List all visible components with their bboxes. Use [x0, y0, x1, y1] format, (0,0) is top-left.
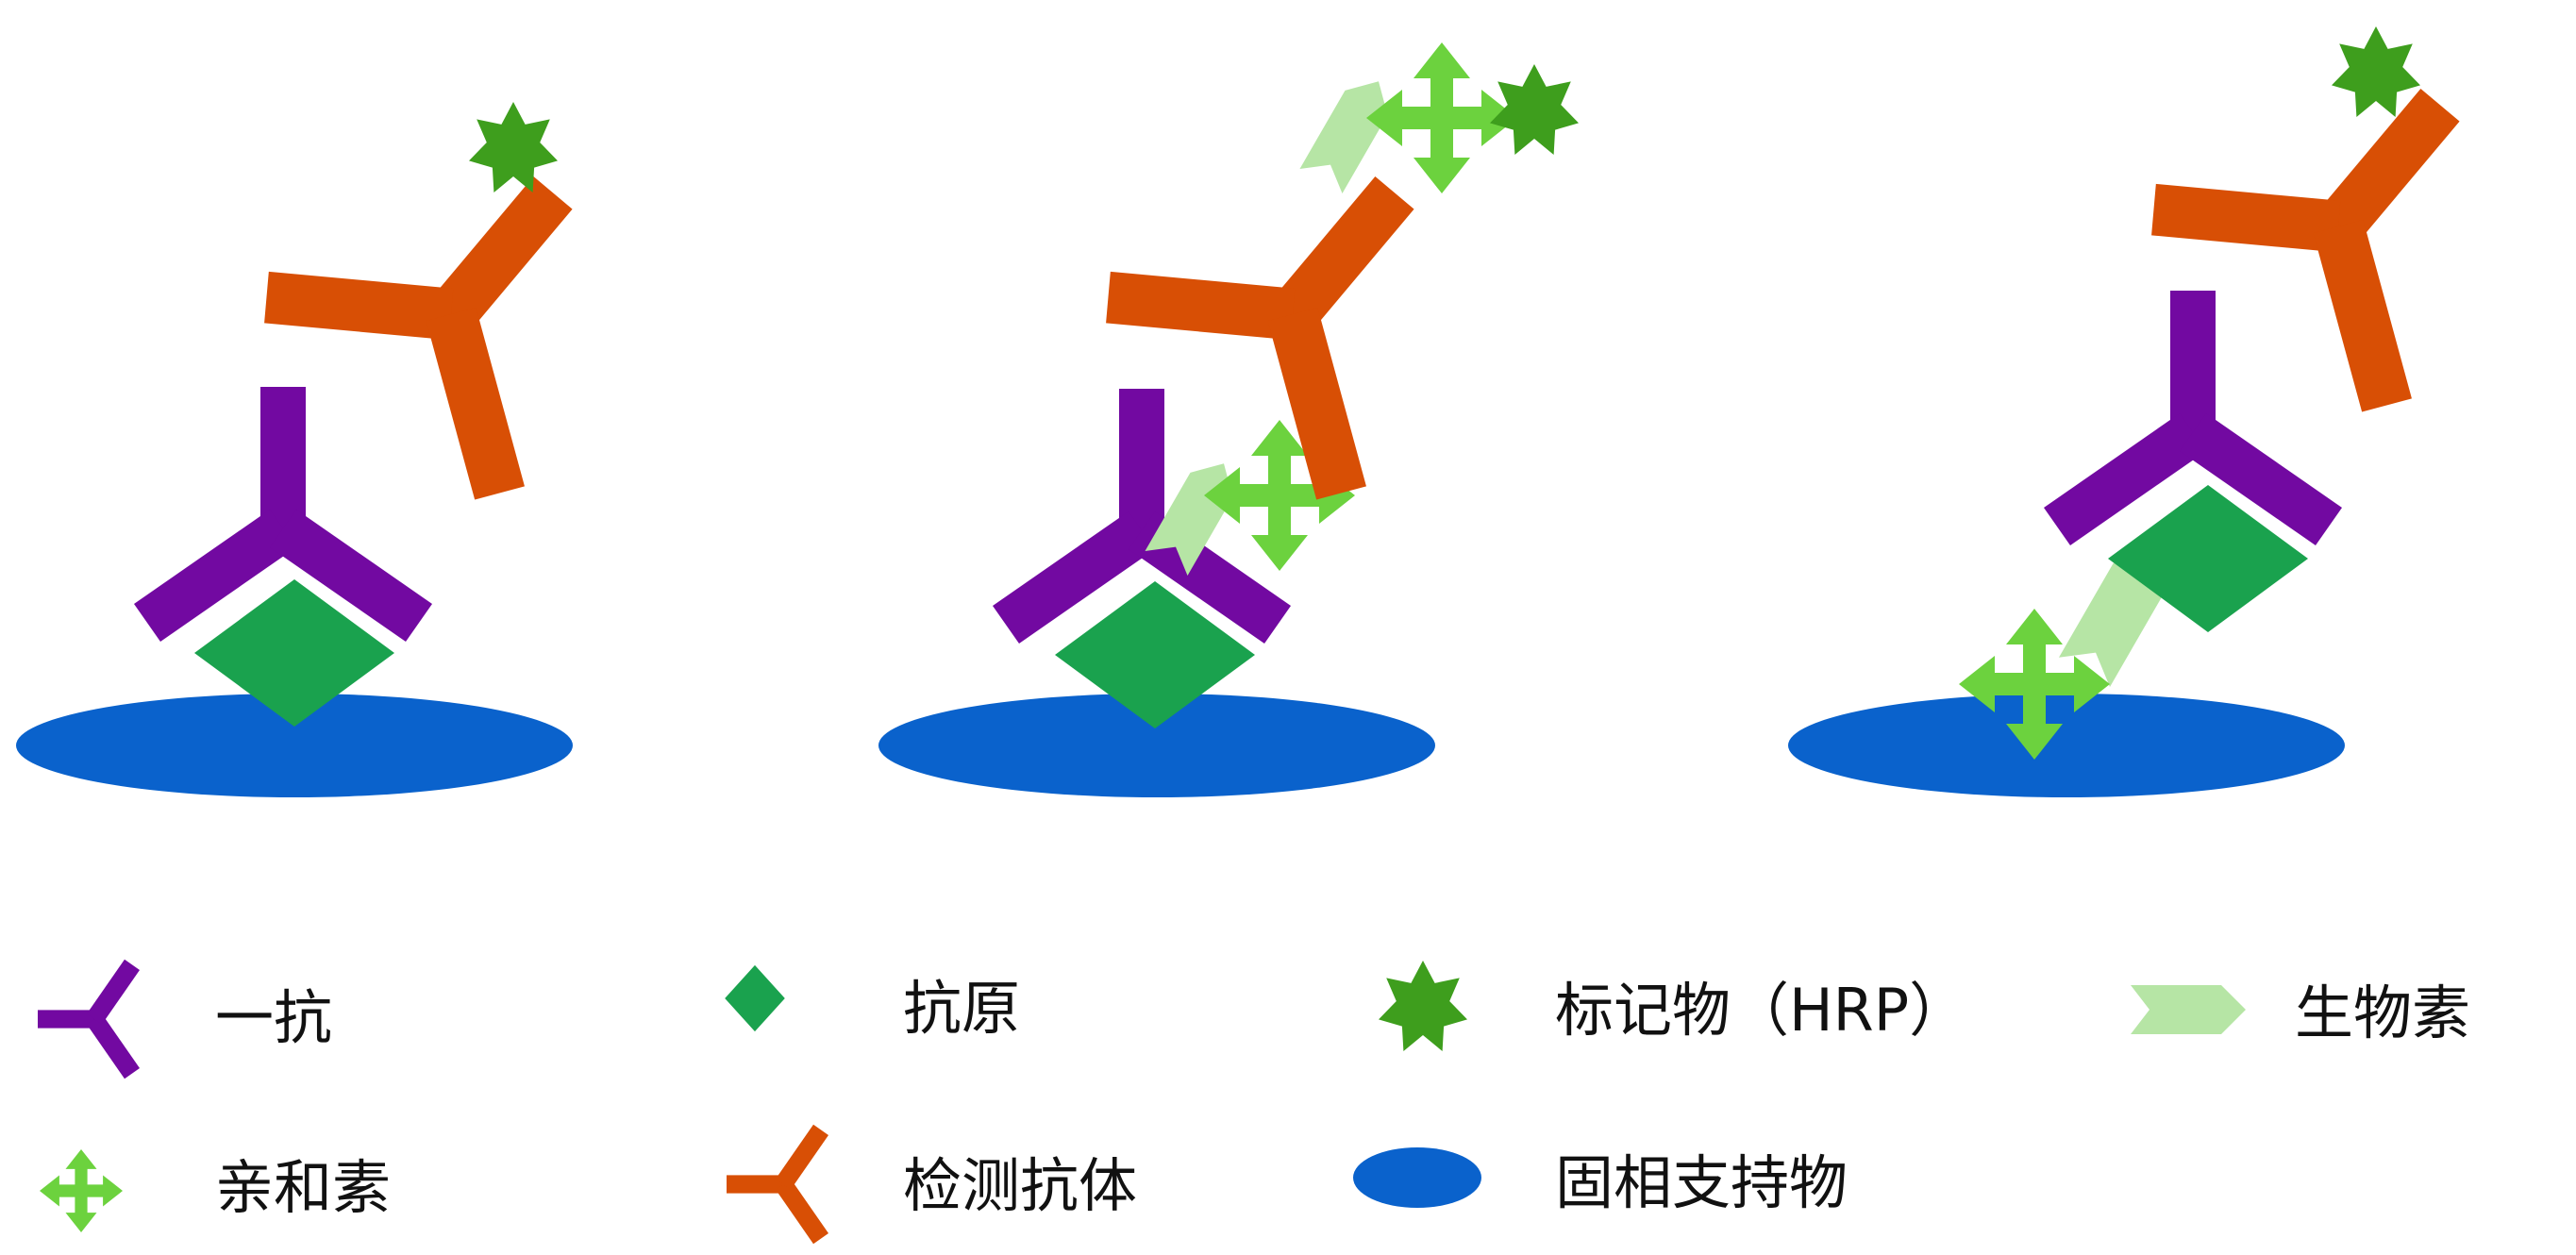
avidin-legend-icon — [40, 1149, 123, 1232]
legend-item-biotin: 生物素 — [2131, 979, 2470, 1047]
legend-item-primary-antibody: 一抗 — [38, 959, 332, 1079]
legend-item-antigen: 抗原 — [725, 964, 1020, 1043]
legend-item-solid-phase: 固相支持物 — [1353, 1147, 1848, 1217]
panel-3 — [1788, 0, 2568, 797]
hrp-legend-icon — [1379, 961, 1467, 1051]
panel-1 — [16, 85, 681, 797]
legend-item-avidin: 亲和素 — [40, 1149, 391, 1232]
antigen-legend-icon — [725, 964, 785, 1032]
solid-phase-legend-icon — [1353, 1147, 1481, 1208]
biotin-legend-icon — [2131, 985, 2246, 1034]
legend-label: 一抗 — [215, 983, 332, 1052]
hrp-label — [1490, 64, 1579, 155]
legend: 一抗 抗原 标记物（HRP） 生物素 亲和素 检测抗体 固相支持物 — [38, 959, 2470, 1245]
legend-item-label-hrp: 标记物（HRP） — [1379, 961, 1967, 1051]
detection-antibody-legend-icon — [727, 1124, 828, 1245]
detection-antibody — [242, 85, 681, 519]
legend-label: 标记物（HRP） — [1555, 976, 1967, 1045]
solid-phase-support — [1788, 694, 2345, 797]
primary-antibody-legend-icon — [38, 959, 140, 1079]
hrp-label — [469, 102, 558, 192]
legend-label: 生物素 — [2295, 979, 2470, 1047]
solid-phase-support — [16, 694, 573, 797]
legend-label: 亲和素 — [215, 1153, 391, 1222]
solid-phase-support — [878, 694, 1435, 797]
hrp-label — [2332, 26, 2420, 117]
legend-label: 固相支持物 — [1555, 1148, 1848, 1217]
legend-label: 抗原 — [903, 974, 1020, 1043]
legend-label: 检测抗体 — [903, 1151, 1137, 1220]
panel-2 — [878, 42, 1579, 797]
avidin-top — [1366, 42, 1517, 193]
legend-item-detection-antibody: 检测抗体 — [727, 1124, 1137, 1245]
